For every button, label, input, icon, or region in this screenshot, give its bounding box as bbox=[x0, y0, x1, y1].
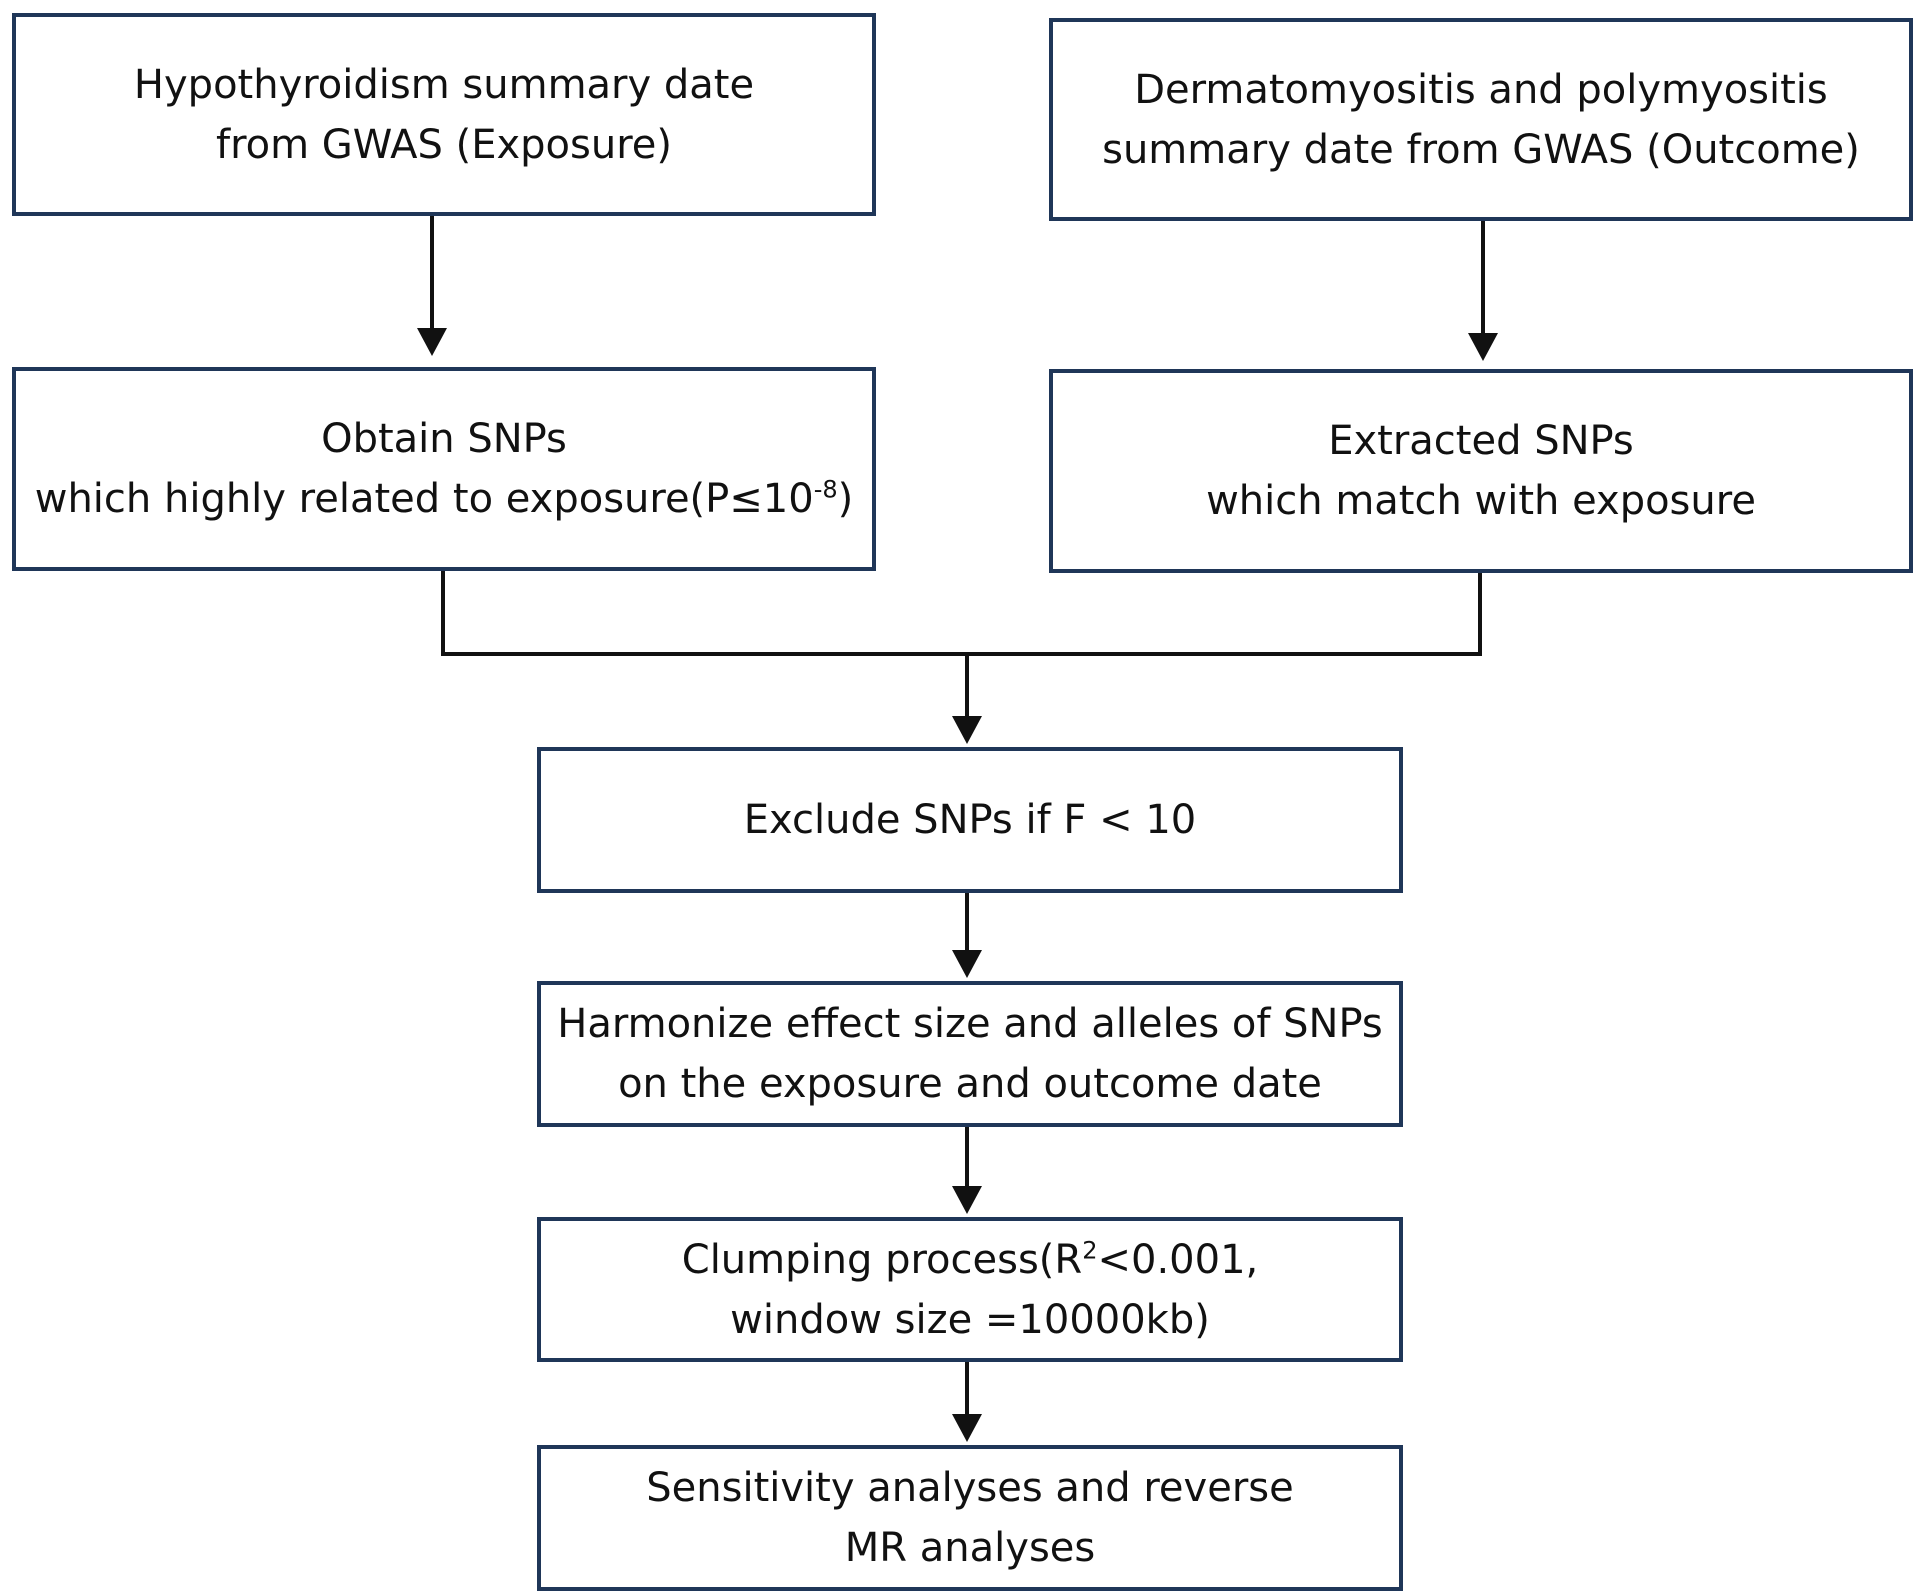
extracted-snps-line2: which match with exposure bbox=[1206, 478, 1756, 524]
outcome-source-line1: Dermatomyositis and polymyositis bbox=[1134, 66, 1828, 113]
obtain-snps-line2-text: which highly related to exposure(P≤10 bbox=[34, 476, 814, 522]
arrowhead-clumping-to-sensitivity bbox=[952, 1414, 982, 1442]
sensitivity-line2: MR analyses bbox=[844, 1525, 1096, 1571]
obtain-snps-box: Obtain SNPs which highly related to expo… bbox=[12, 367, 876, 571]
extracted-snps-line1: Extracted SNPs bbox=[1328, 418, 1634, 464]
clumping-exponent: 2 bbox=[1082, 1236, 1098, 1265]
exclude-snps-line1: Exclude SNPs if F < 10 bbox=[743, 797, 1197, 843]
harmonize-line2: on the exposure and outcome date bbox=[618, 1061, 1322, 1107]
clumping-line1: Clumping process(R2<0.001, bbox=[682, 1230, 1258, 1290]
exposure-source-line1: Hypothyroidism summary date bbox=[133, 61, 755, 108]
obtain-snps-line2-close: ) bbox=[837, 476, 854, 522]
arrowhead-harmonize-to-clumping bbox=[952, 1186, 982, 1214]
obtain-snps-line1: Obtain SNPs bbox=[321, 416, 567, 462]
clumping-line1-text: Clumping process(R bbox=[681, 1236, 1083, 1283]
outcome-source-line2: summary date from GWAS (Outcome) bbox=[1102, 126, 1860, 173]
outcome-source-box: Dermatomyositis and polymyositis summary… bbox=[1049, 18, 1913, 221]
clumping-line1-rest: <0.001, bbox=[1097, 1236, 1259, 1283]
obtain-snps-line2: which highly related to exposure(P≤10-8) bbox=[35, 469, 854, 529]
arrowhead-exclude-to-harmonize bbox=[952, 950, 982, 978]
obtain-snps-exponent: -8 bbox=[813, 475, 838, 504]
harmonize-line1: Harmonize effect size and alleles of SNP… bbox=[557, 1001, 1383, 1047]
arrowhead-outcome-to-extracted bbox=[1468, 333, 1498, 361]
sensitivity-line1: Sensitivity analyses and reverse bbox=[646, 1465, 1294, 1511]
clumping-line2: window size =10000kb) bbox=[730, 1296, 1210, 1343]
arrowhead-exposure-to-obtain bbox=[417, 328, 447, 356]
arrowhead-merge-to-exclude bbox=[952, 716, 982, 744]
harmonize-box: Harmonize effect size and alleles of SNP… bbox=[537, 981, 1403, 1127]
exposure-source-line2: from GWAS (Exposure) bbox=[215, 121, 672, 168]
extracted-snps-box: Extracted SNPs which match with exposure bbox=[1049, 369, 1913, 573]
exclude-snps-box: Exclude SNPs if F < 10 bbox=[537, 747, 1403, 893]
clumping-box: Clumping process(R2<0.001, window size =… bbox=[537, 1217, 1403, 1362]
sensitivity-box: Sensitivity analyses and reverse MR anal… bbox=[537, 1445, 1403, 1591]
exposure-source-box: Hypothyroidism summary date from GWAS (E… bbox=[12, 13, 876, 216]
